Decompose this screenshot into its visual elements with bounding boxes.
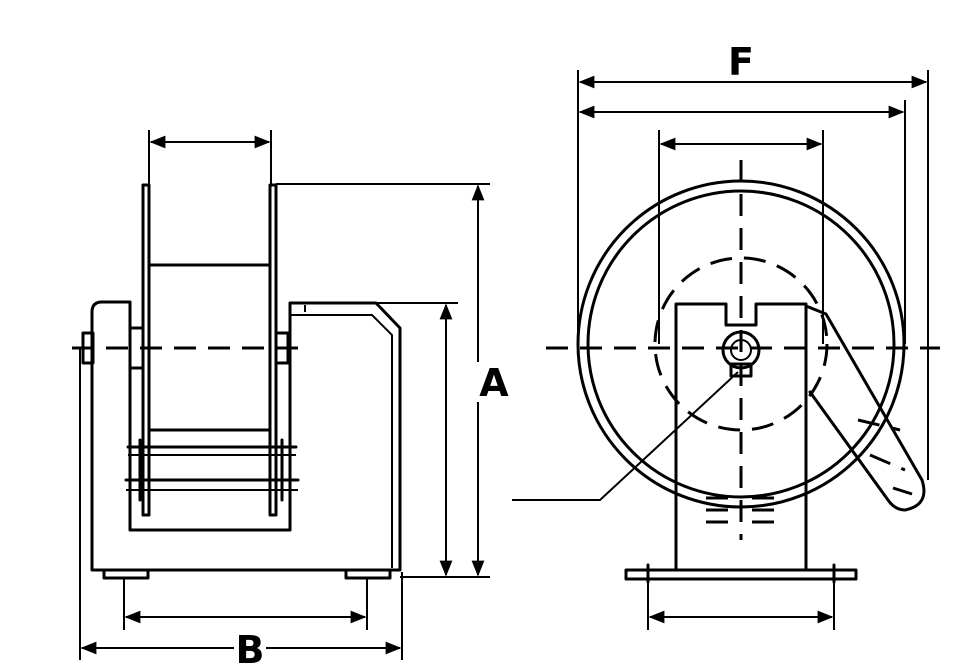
drum-inner-circle (586, 189, 896, 499)
inlet-leader-line (512, 371, 739, 501)
side-frame (90, 300, 402, 572)
front-base-plate (624, 568, 858, 581)
front-dimensions (577, 70, 929, 630)
label-f-mask (726, 44, 756, 78)
front-view (512, 160, 940, 584)
crank-arm (804, 304, 926, 512)
hub-hidden-circle (653, 256, 829, 432)
front-support (674, 302, 808, 572)
label-b-mask (234, 632, 266, 665)
side-foot-right (344, 568, 392, 580)
side-frame-inner-edge (289, 314, 393, 568)
side-foot-left (102, 568, 150, 580)
label-a: A (479, 361, 509, 405)
label-f: F (728, 40, 754, 84)
crank-arm-hidden (857, 418, 913, 496)
front-rail-hidden (706, 496, 776, 524)
label-a-mask (476, 362, 512, 402)
label-b: B (236, 628, 265, 665)
side-view (72, 183, 402, 580)
